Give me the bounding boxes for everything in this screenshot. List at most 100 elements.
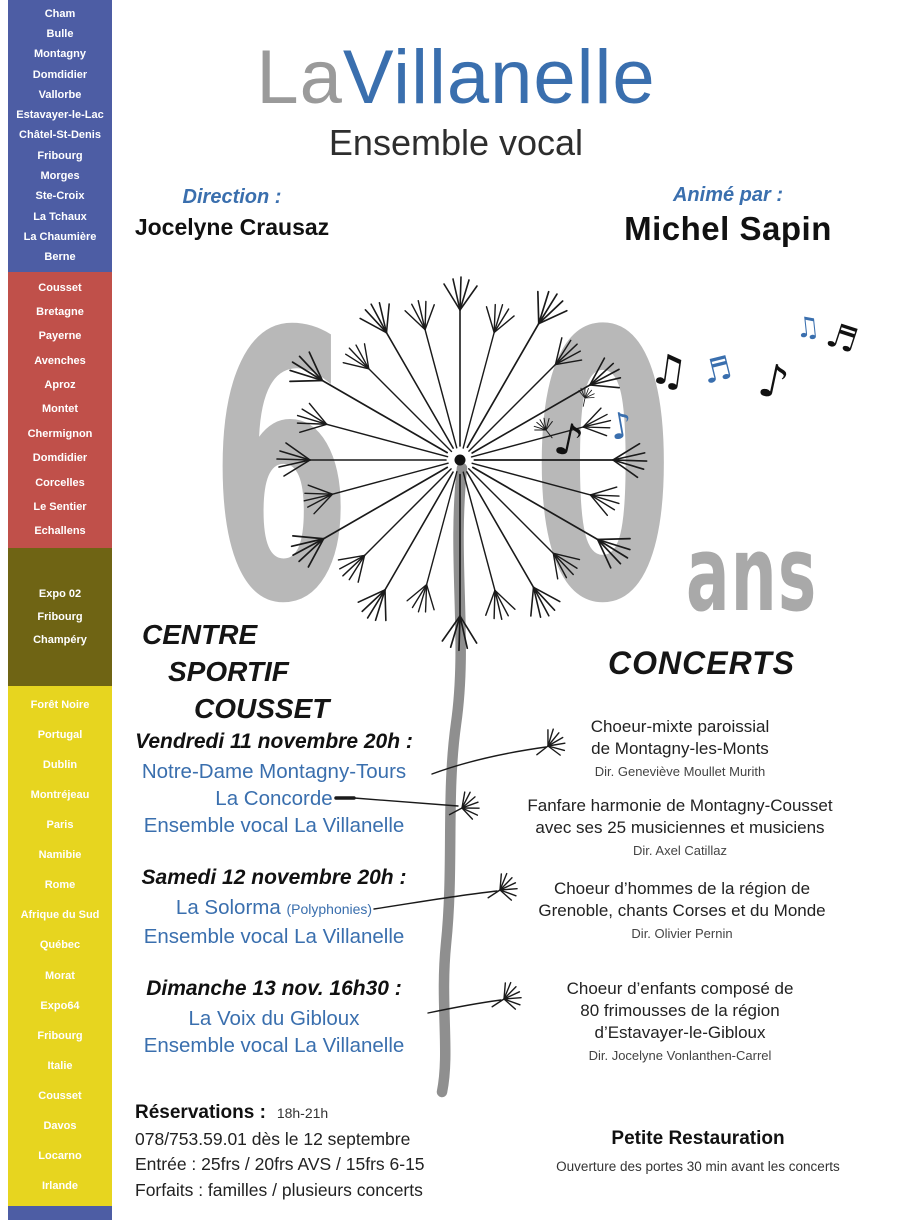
direction-label: Direction :: [182, 186, 282, 208]
sidebar-item: Vallorbe: [38, 88, 82, 101]
restauration-block: Petite Restauration Ouverture des portes…: [528, 1128, 868, 1174]
description-line: Choeur d’hommes de la région de: [553, 879, 811, 898]
event-line: La Concorde: [215, 787, 333, 810]
forfaits: Forfaits : familles / plusieurs concerts: [135, 1179, 423, 1200]
anime-block: Animé par : Michel Sapin: [596, 184, 860, 248]
sidebar-item: Fribourg: [37, 149, 83, 162]
music-note-icon: ♬: [821, 315, 862, 362]
event-line: Ensemble vocal La Villanelle: [143, 1034, 405, 1057]
sidebar-item: Montagny: [34, 48, 86, 61]
sidebar-item: Montet: [41, 403, 79, 416]
sidebar-item: Aproz: [44, 379, 76, 392]
event-line: Ensemble vocal La Villanelle: [143, 814, 405, 837]
description-director: Dir. Axel Catillaz: [633, 843, 727, 858]
anniversary-digit-0: 0: [532, 255, 674, 685]
venue-block: CENTRE SPORTIF COUSSET: [142, 616, 329, 727]
sidebar-item: Portugal: [37, 728, 83, 741]
title-la: La: [256, 35, 343, 120]
sidebar-item: Corcelles: [35, 476, 85, 489]
seed-marker-icon: [443, 788, 484, 827]
concert-description: Fanfare harmonie de Montagny-Cousset ave…: [505, 795, 855, 858]
description-director: Dir. Jocelyne Vonlanthen-Carrel: [588, 1048, 772, 1063]
description-director: Dir. Olivier Pernin: [631, 926, 733, 941]
sidebar-item: Cham: [44, 7, 76, 20]
concerts-title: CONCERTS: [608, 645, 795, 681]
reservations-label: Réservations :: [135, 1102, 266, 1123]
description-director: Dir. Geneviève Moullet Murith: [594, 764, 766, 779]
venue-line: COUSSET: [194, 693, 330, 724]
description-line: Choeur d’enfants composé de: [566, 979, 794, 998]
description-line: Choeur-mixte paroissial: [590, 717, 770, 736]
sidebar-item: Fribourg: [37, 610, 83, 623]
event-item: Vendredi 11 novembre 20h : Notre-Dame Mo…: [118, 730, 430, 839]
event-line: Ensemble vocal La Villanelle: [143, 925, 405, 948]
reservations-block: Réservations : 18h-21h 078/753.59.01 dès…: [135, 1100, 485, 1203]
sidebar-item: Domdidier: [32, 452, 88, 465]
sidebar-item: Italie: [47, 1059, 73, 1072]
sidebar-item: Québec: [39, 939, 81, 952]
venue-line: SPORTIF: [168, 656, 289, 687]
anniversary-suffix: ans: [686, 513, 818, 635]
music-note-icon: ♬: [699, 348, 736, 392]
sidebar-item: Expo 02: [38, 587, 82, 600]
sidebar-item: La Chaumière: [23, 230, 97, 243]
concert-description: Choeur d’hommes de la région de Grenoble…: [512, 878, 852, 941]
sidebar-item: Berne: [44, 251, 76, 264]
reservations-phone: 078/753.59.01 dès le 12 septembre: [135, 1128, 411, 1149]
sidebar-footer-strip: [8, 1206, 112, 1220]
concert-description: Choeur d’enfants composé de 80 frimousse…: [515, 978, 845, 1063]
event-date: Dimanche 13 nov. 16h30 :: [146, 977, 402, 1000]
event-date: Vendredi 11 novembre 20h :: [135, 730, 413, 753]
sidebar-item: Afrique du Sud: [20, 909, 100, 922]
sidebar-item: Locarno: [38, 1150, 82, 1163]
sidebar-item: Châtel-St-Denis: [19, 129, 101, 142]
description-line: de Montagny-les-Monts: [591, 739, 769, 758]
sidebar-item: Cousset: [38, 1089, 82, 1102]
entry-prices: Entrée : 25frs / 20frs AVS / 15frs 6-15: [135, 1154, 425, 1174]
subtitle: Ensemble vocal: [328, 121, 584, 163]
sidebar-item: Fribourg: [37, 1029, 83, 1042]
sidebar-item: Le Sentier: [33, 500, 87, 513]
sidebar-item: Champéry: [33, 633, 87, 646]
venue-line: CENTRE: [142, 619, 258, 650]
sidebar-item: Morges: [40, 170, 80, 183]
sidebar-item: Chermignon: [27, 427, 93, 440]
sidebar-item: Echallens: [34, 525, 86, 538]
title-villanelle: Villanelle: [342, 35, 656, 120]
events-list: Vendredi 11 novembre 20h : Notre-Dame Mo…: [118, 730, 430, 1059]
event-line: La Solorma (Polyphonies): [175, 896, 373, 919]
event-line: Notre-Dame Montagny-Tours: [141, 760, 407, 783]
page-title: LaVillanelle: [112, 38, 800, 118]
anime-label: Animé par :: [672, 184, 784, 206]
music-note-icon: ♫: [793, 310, 821, 345]
anniversary-digit-6: 6: [210, 255, 352, 685]
header: LaVillanelle Ensemble vocal: [112, 38, 800, 164]
concert-description: Choeur-mixte paroissial de Montagny-les-…: [530, 716, 830, 779]
sidebar-item: Paris: [46, 818, 74, 831]
event-note: (Polyphonies): [286, 901, 373, 917]
sidebar-item: Payerne: [38, 330, 82, 343]
sidebar-item: La Tchaux: [33, 210, 87, 223]
direction-block: Direction : Jocelyne Crausaz: [102, 186, 362, 241]
event-line: La Voix du Gibloux: [188, 1007, 360, 1030]
description-line: d’Estavayer-le-Gibloux: [594, 1023, 766, 1042]
music-note-icon: ♪: [754, 352, 794, 411]
sidebar-item: Davos: [43, 1120, 77, 1133]
sidebar-item: Rome: [44, 879, 76, 892]
sidebar-item: Cousset: [38, 281, 82, 294]
sidebar-item: Bretagne: [36, 306, 84, 319]
sidebar-item: Expo64: [40, 999, 80, 1012]
sidebar-item: Bulle: [46, 27, 74, 40]
sidebar-item: Irlande: [41, 1180, 79, 1193]
restauration-note: Ouverture des portes 30 min avant les co…: [556, 1159, 840, 1174]
sidebar-item: Domdidier: [32, 68, 88, 81]
sidebar-item: Namibie: [38, 849, 82, 862]
sidebar-item: Morat: [45, 969, 75, 982]
sidebar-item: Dublin: [42, 758, 78, 771]
sidebar-item: Forêt Noire: [30, 698, 90, 711]
event-date: Samedi 12 novembre 20h :: [141, 866, 407, 889]
